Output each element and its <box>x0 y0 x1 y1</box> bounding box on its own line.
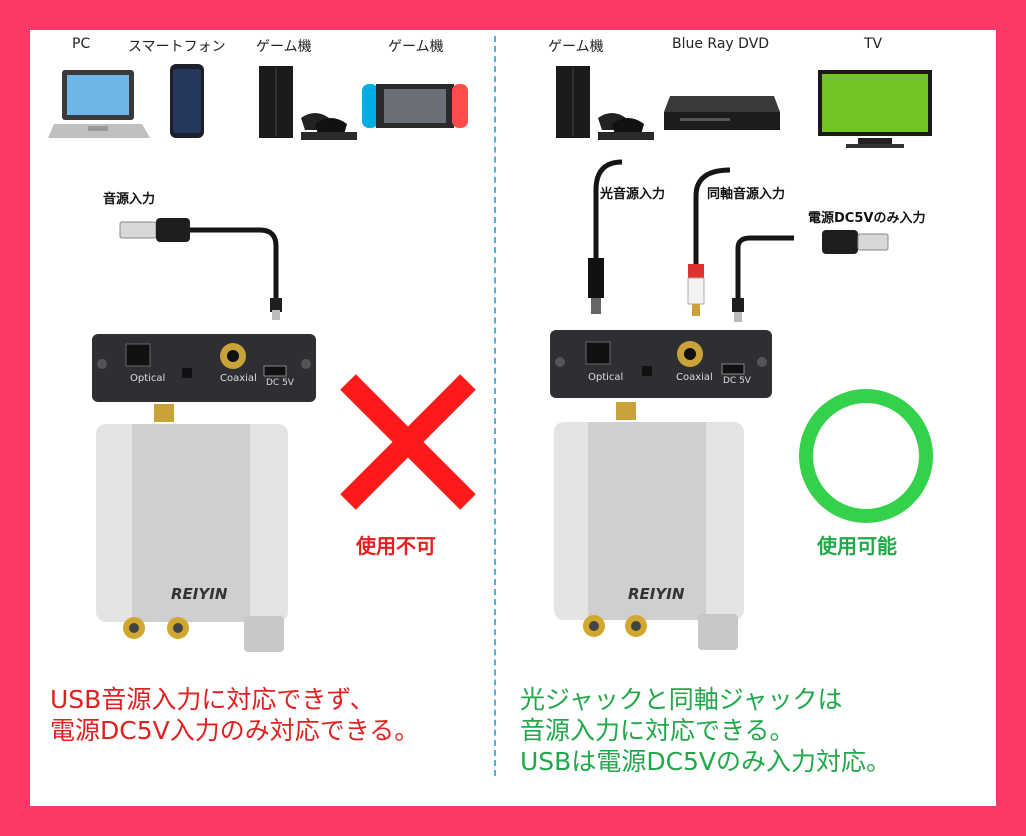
bluray-player-icon <box>664 96 780 130</box>
port-label-optical-right: Optical <box>588 372 624 383</box>
cross-icon <box>340 374 476 510</box>
device-label-smartphone: スマートフォン <box>128 39 226 55</box>
content-panel <box>30 30 996 806</box>
smartphone-icon <box>170 64 204 138</box>
status-unusable: 使用不可 <box>356 534 436 558</box>
cable-label-power-input: 電源DC5Vのみ入力 <box>808 211 926 226</box>
device-label-handheld-console: ゲーム機 <box>388 39 444 55</box>
game-console-icon <box>259 66 357 140</box>
cable-label-coaxial-input: 同軸音源入力 <box>707 187 786 202</box>
caption-left-line2: 電源DC5V入力のみ対応できる。 <box>50 716 420 745</box>
port-label-coaxial-right: Coaxial <box>676 372 713 383</box>
port-label-optical: Optical <box>130 373 166 384</box>
cable-label-audio-input: 音源入力 <box>103 192 156 207</box>
caption-left: USB音源入力に対応できず、 電源DC5V入力のみ対応できる。 <box>50 684 419 746</box>
caption-right-line3: USBは電源DC5Vのみ入力対応。 <box>520 747 892 776</box>
port-label-dc5v-right: DC 5V <box>723 376 751 386</box>
device-label-game-console: ゲーム機 <box>256 39 312 55</box>
caption-right-line1: 光ジャックと同軸ジャックは <box>520 685 843 714</box>
cable-label-optical-input: 光音源入力 <box>600 187 666 202</box>
caption-right: 光ジャックと同軸ジャックは 音源入力に対応できる。 USBは電源DC5Vのみ入力… <box>520 684 891 777</box>
handheld-console-icon <box>362 84 468 128</box>
device-label-bluray: Blue Ray DVD <box>672 36 770 52</box>
coaxial-cable-icon <box>687 167 731 316</box>
status-usable: 使用可能 <box>817 534 897 558</box>
brand-logo-right: REIYIN <box>628 585 685 603</box>
port-label-dc5v: DC 5V <box>266 378 294 388</box>
brand-logo: REIYIN <box>171 585 228 603</box>
tv-icon <box>818 70 932 148</box>
circle-ok-icon <box>799 389 933 523</box>
dashed-divider <box>494 36 496 776</box>
laptop-icon <box>48 70 150 138</box>
converter-device-left <box>92 334 316 652</box>
usb-power-cable-icon <box>732 230 889 322</box>
device-label-game-console-right: ゲーム機 <box>548 39 604 55</box>
optical-cable-icon <box>588 159 623 314</box>
converter-device-right <box>550 330 772 650</box>
usb-cable-icon <box>119 218 282 320</box>
device-label-tv: TV <box>864 36 883 52</box>
caption-right-line2: 音源入力に対応できる。 <box>520 716 795 745</box>
port-label-coaxial: Coaxial <box>220 373 257 384</box>
caption-left-line1: USB音源入力に対応できず、 <box>50 685 375 714</box>
game-console-icon-right <box>556 66 654 140</box>
device-label-pc: PC <box>72 36 91 52</box>
